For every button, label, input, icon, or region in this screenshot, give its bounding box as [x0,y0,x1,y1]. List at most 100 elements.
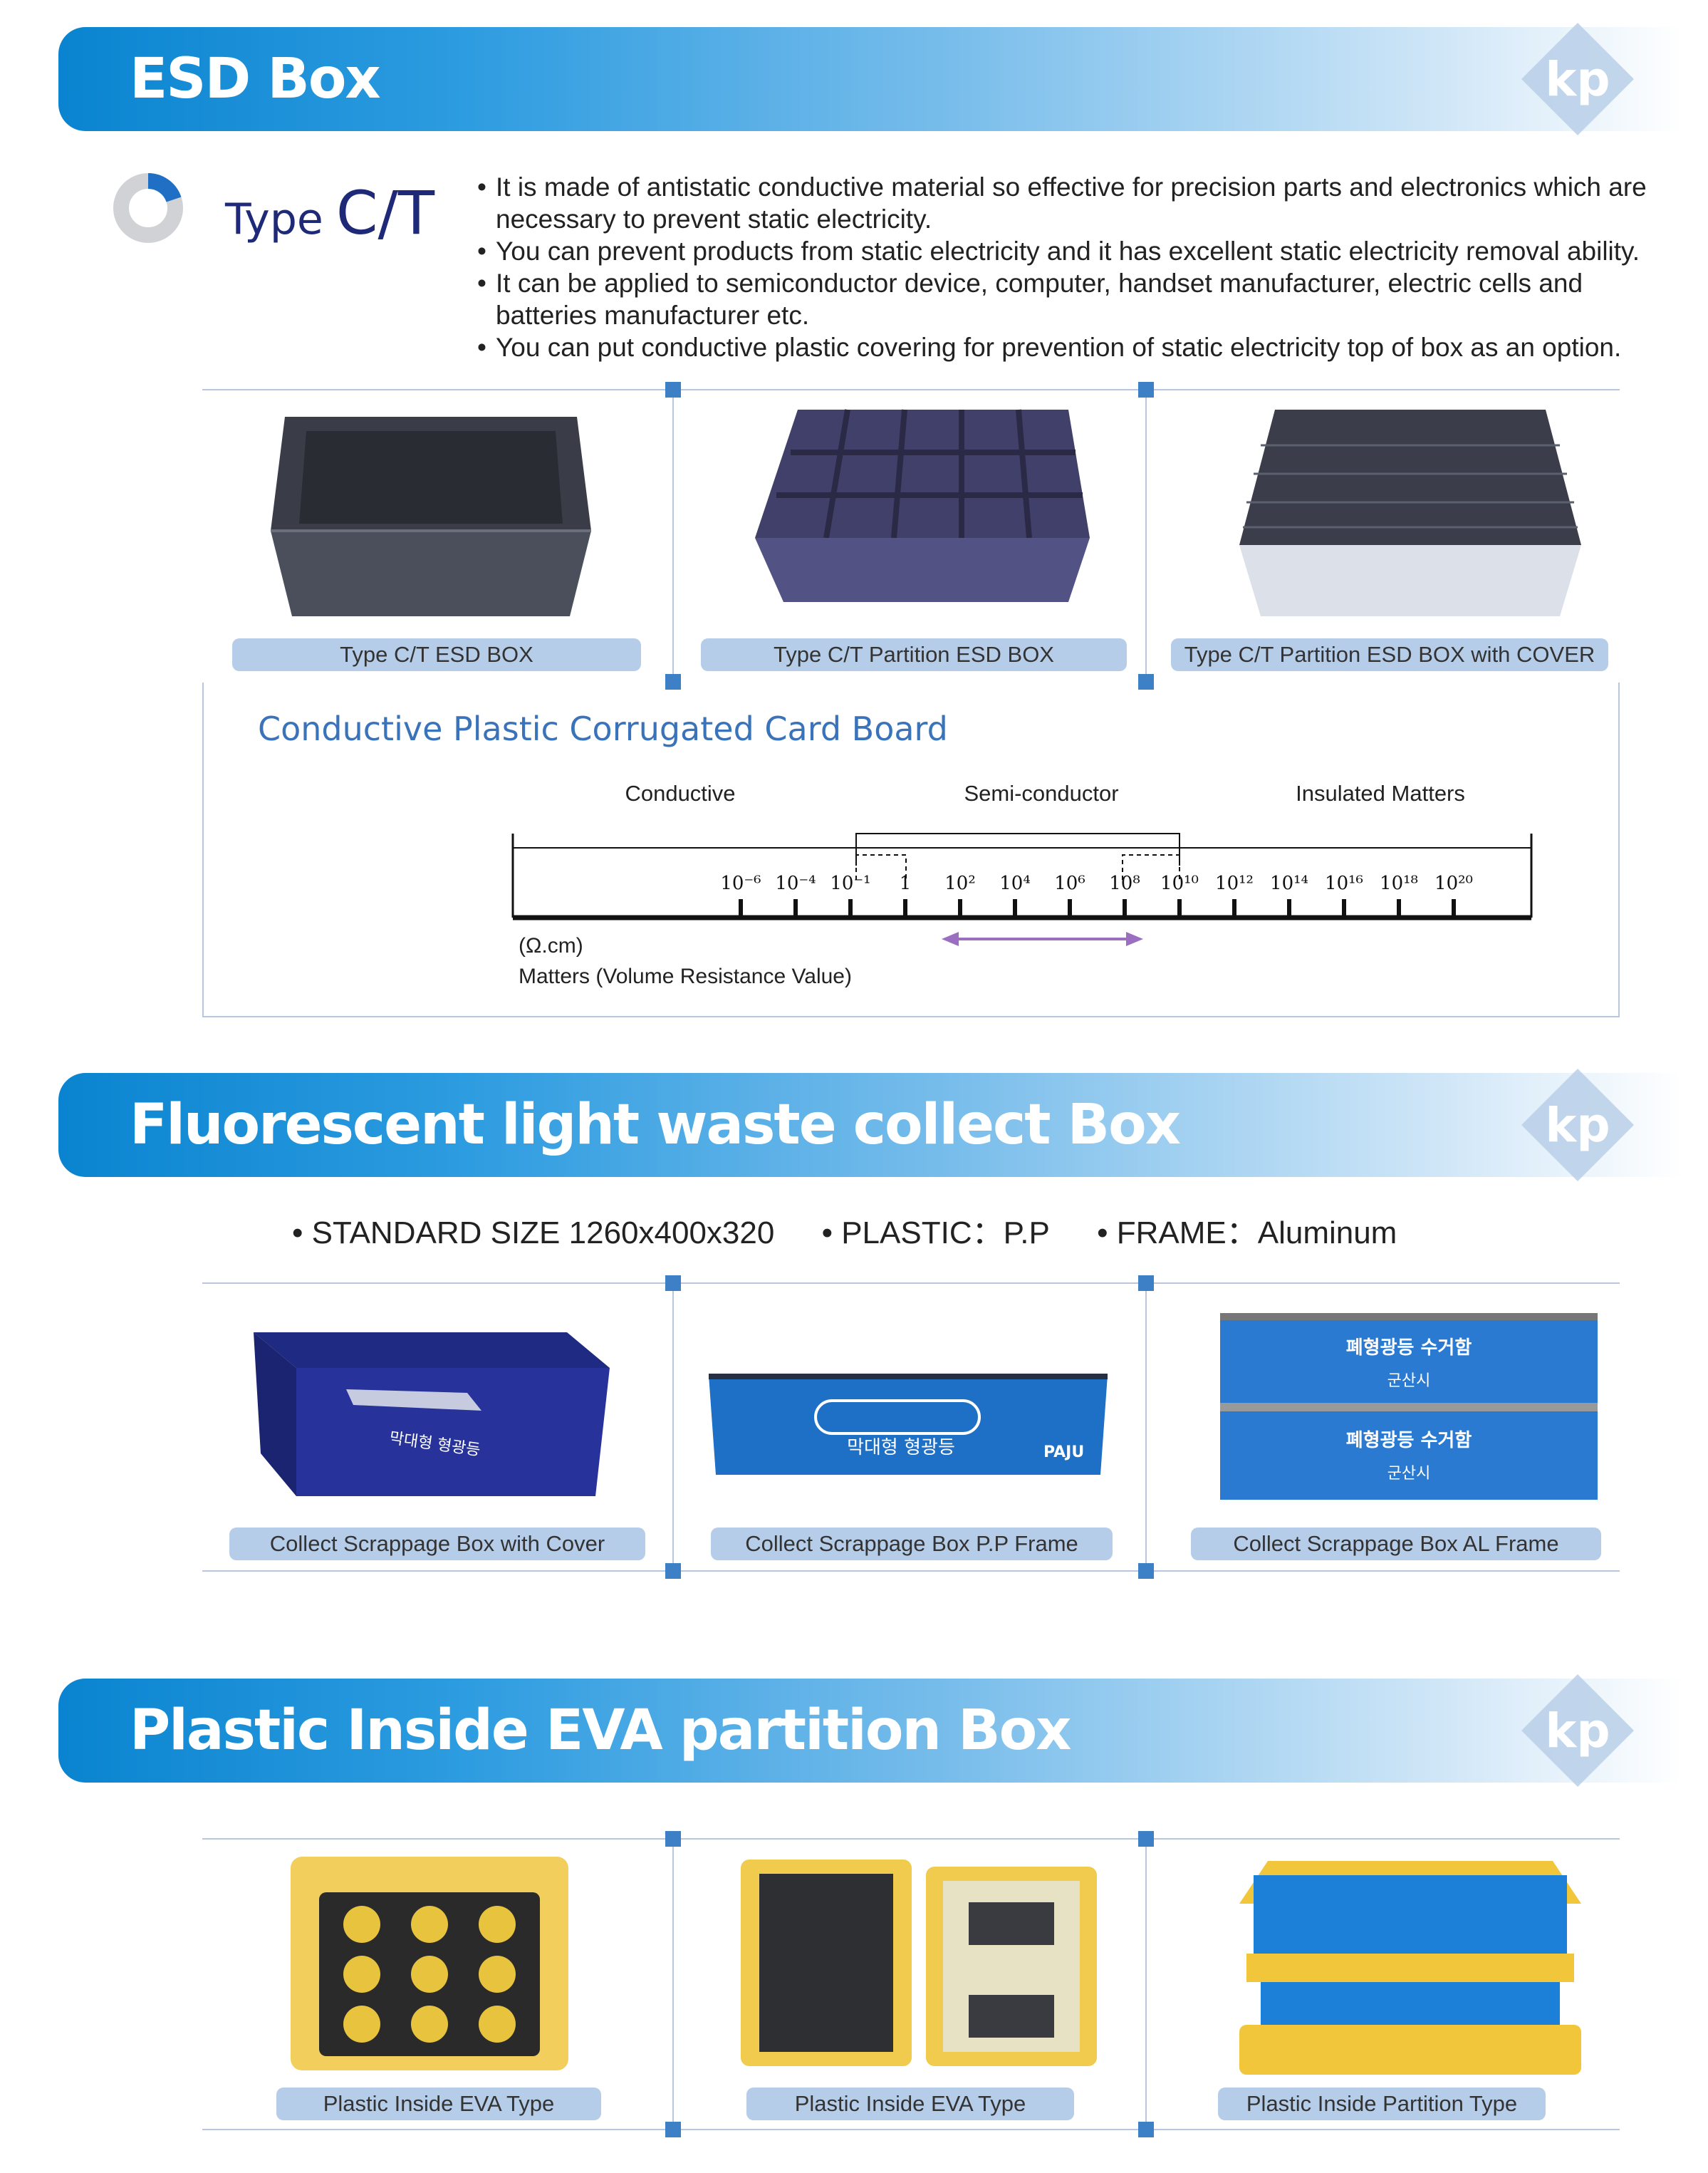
grid-marker [665,674,681,690]
grid-marker [1138,382,1154,398]
partition-type-box-photo [1239,1861,1581,2075]
city-label: 군산시 [1387,1372,1431,1390]
section-banner-eva: Plastic Inside EVA partition Box kp [58,1674,1682,1787]
spec-item: • STANDARD SIZE 1260x400x320 [292,1215,775,1250]
bullet-item: You can put conductive plastic covering … [477,331,1667,363]
spec-item: • FRAME：Aluminum [1097,1215,1397,1250]
tick-label: 10⁻⁶ [720,873,761,894]
grid-bottom-line [202,1570,1620,1572]
section-banner-esd: ESD Box kp [58,23,1682,135]
chart-title-text: Conductive Plastic Corrugated Card Board [258,710,948,748]
unit-label: (Ω.cm) [519,934,583,958]
grid-marker [665,1563,681,1579]
tick-label: 10⁻¹ [830,873,870,894]
caption: Type C/T Partition ESD BOX [701,638,1127,671]
section-title: Fluorescent light waste collect Box [130,1093,1181,1157]
dashed-bracket [1122,854,1180,880]
grid-divider [1145,1284,1147,1570]
logo-text: kp [1545,1703,1610,1758]
grid-top-line [202,1838,1620,1840]
type-ct-bullets: It is made of antistatic conductive mate… [477,171,1667,363]
box-label: 폐형광등 수거함 [1346,1430,1472,1451]
collect-box-pp-photo: 막대형 형광등 PAJU [709,1374,1108,1475]
resistance-chart-panel [202,683,1620,1017]
tick-label: 10¹² [1215,873,1254,894]
tick-label: 10⁶ [1054,873,1085,894]
section-banner-fluorescent: Fluorescent light waste collect Box kp [58,1069,1682,1181]
section-title: ESD Box [130,47,381,111]
tick-label: 10²⁰ [1434,873,1473,894]
kp-logo-icon: kp [1521,1674,1634,1787]
grid-marker [1138,1275,1154,1291]
grid-marker [1138,1831,1154,1847]
type-word: Type [225,195,323,244]
brand-label: PAJU [1043,1443,1084,1461]
grid-marker [1138,2122,1154,2137]
grid-divider [672,390,674,683]
caption: Collect Scrappage Box P.P Frame [711,1528,1113,1560]
collect-box-al-photo: 폐형광등 수거함 군산시 폐형광등 수거함 군산시 [1220,1313,1598,1500]
logo-text: kp [1545,52,1610,107]
grid-top-line [202,1282,1620,1284]
arrow-head [942,932,959,946]
grid-top-line [202,389,1620,390]
tick-label: 10² [944,873,976,894]
grid-marker [1138,674,1154,690]
kp-logo-icon: kp [1521,1069,1634,1181]
tick-label: 10⁻⁴ [775,873,816,894]
caption: Type C/T Partition ESD BOX with COVER [1171,638,1608,671]
caption: Collect Scrappage Box with Cover [229,1528,645,1560]
category-label: Conductive [625,781,735,806]
bullet-item: You can prevent products from static ele… [477,235,1667,267]
logo-text: kp [1545,1098,1610,1153]
kp-logo-icon: kp [1521,23,1634,135]
eva-box-pair-photo [741,1860,1097,2066]
partition-esd-box-cover-photo [1239,410,1581,616]
city-label: 군산시 [1387,1465,1431,1483]
bullet-item: It can be applied to semiconductor devic… [477,267,1667,331]
caption: Collect Scrappage Box AL Frame [1191,1528,1601,1560]
bullet-item: It is made of antistatic conductive mate… [477,171,1667,235]
grid-bottom-line [202,2129,1620,2130]
category-label: Insulated Matters [1296,781,1465,806]
tick-label: 1 [900,873,912,894]
spec-line: • STANDARD SIZE 1260x400x320 • PLASTIC：P… [292,1207,1435,1253]
tick-label: 10⁴ [999,873,1031,894]
grid-divider [1145,1840,1147,2129]
arrow-head [1126,932,1143,946]
collect-box-cover-photo: 막대형 형광등 [254,1332,610,1496]
dashed-bracket [855,854,907,880]
tick-label: 10¹⁸ [1380,873,1418,894]
caption: Plastic Inside EVA Type [746,2088,1074,2120]
chart-title: Conductive Plastic Corrugated Card Board [258,710,948,748]
tick-label: 10¹⁶ [1325,873,1363,894]
grid-marker [665,382,681,398]
section-title: Plastic Inside EVA partition Box [130,1699,1071,1763]
grid-marker [665,1275,681,1291]
caption: Type C/T ESD BOX [232,638,641,671]
esd-box-photo [271,417,591,616]
grid-marker [665,1831,681,1847]
type-code: C/T [335,178,435,248]
tick-label: 10¹⁴ [1270,873,1308,894]
spec-item: • PLASTIC：P.P [821,1215,1050,1250]
grid-divider [672,1284,674,1570]
caption: Plastic Inside Partition Type [1218,2088,1546,2120]
grid-divider [672,1840,674,2129]
caption: Plastic Inside EVA Type [276,2088,601,2120]
x-axis-label: Matters (Volume Resistance Value) [519,965,852,988]
tick-label: 10⁸ [1109,873,1140,894]
partition-esd-box-photo [755,409,1090,602]
grid-divider [1145,390,1147,683]
resistance-scale-chart: Conductive Semi-conductor Insulated Matt… [511,781,1533,988]
box-label: 폐형광등 수거함 [1346,1337,1472,1359]
grid-marker [665,2122,681,2137]
eva-box-photo [291,1857,568,2070]
box-label: 막대형 형광등 [847,1437,955,1458]
ring-icon [113,173,183,243]
grid-marker [1138,1563,1154,1579]
semiconductor-bracket [855,833,1180,866]
category-label: Semi-conductor [964,781,1118,806]
